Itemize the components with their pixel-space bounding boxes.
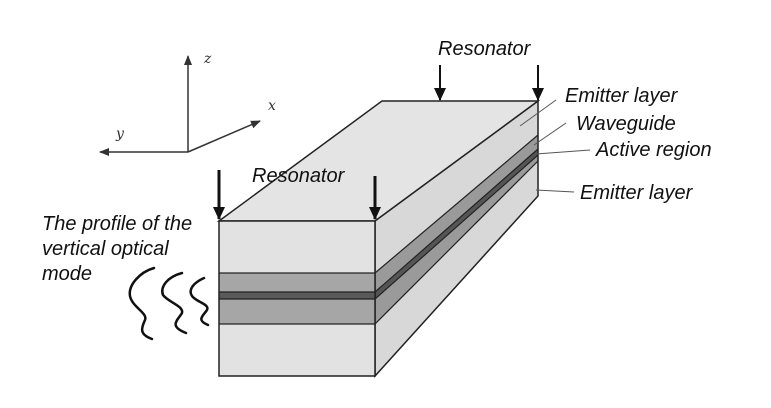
optical-mode-profile — [128, 266, 210, 341]
emitter-layer-top-label: Emitter layer — [565, 85, 678, 107]
mode-profile-caption-line3: mode — [42, 263, 93, 285]
front-active-region — [219, 292, 375, 299]
leader-emitter-top — [519, 99, 557, 127]
mode-profile-caption: The profile of the vertical optical mode — [42, 212, 192, 287]
front-waveguide-lower — [219, 299, 375, 324]
mode-curve-2 — [161, 271, 188, 335]
side-waveguide — [375, 135, 538, 324]
front-waveguide-upper — [219, 273, 375, 292]
active-region-label: Active region — [596, 139, 712, 161]
z-axis-label: z — [204, 51, 212, 67]
leader-active — [535, 149, 591, 155]
waveguide-label: Waveguide — [576, 113, 676, 135]
y-axis-label: y — [116, 126, 124, 142]
resonator-arrows — [213, 65, 544, 220]
side-active-region — [375, 149, 538, 299]
mode-curve-3 — [189, 276, 210, 327]
resonator-label-top: Resonator — [438, 38, 531, 60]
leader-lines — [519, 99, 591, 193]
front-cladding-upper — [219, 221, 375, 273]
side-cladding-lower — [375, 161, 538, 376]
resonator-label-front: Resonator — [252, 165, 345, 187]
side-cladding-upper — [375, 101, 538, 273]
front-cladding-lower — [219, 324, 375, 376]
leader-emitter-bottom — [535, 189, 575, 193]
x-axis-label: x — [268, 98, 276, 114]
mode-profile-caption-line2: vertical optical — [42, 238, 169, 260]
mode-curve-1 — [128, 266, 156, 341]
side-face — [374, 99, 539, 378]
x-axis-line — [187, 120, 261, 153]
front-face — [218, 220, 376, 377]
coordinate-axes — [99, 55, 261, 156]
emitter-layer-bottom-label: Emitter layer — [580, 182, 693, 204]
leader-waveguide — [533, 122, 567, 146]
mode-profile-caption-line1: The profile of the — [42, 213, 193, 235]
